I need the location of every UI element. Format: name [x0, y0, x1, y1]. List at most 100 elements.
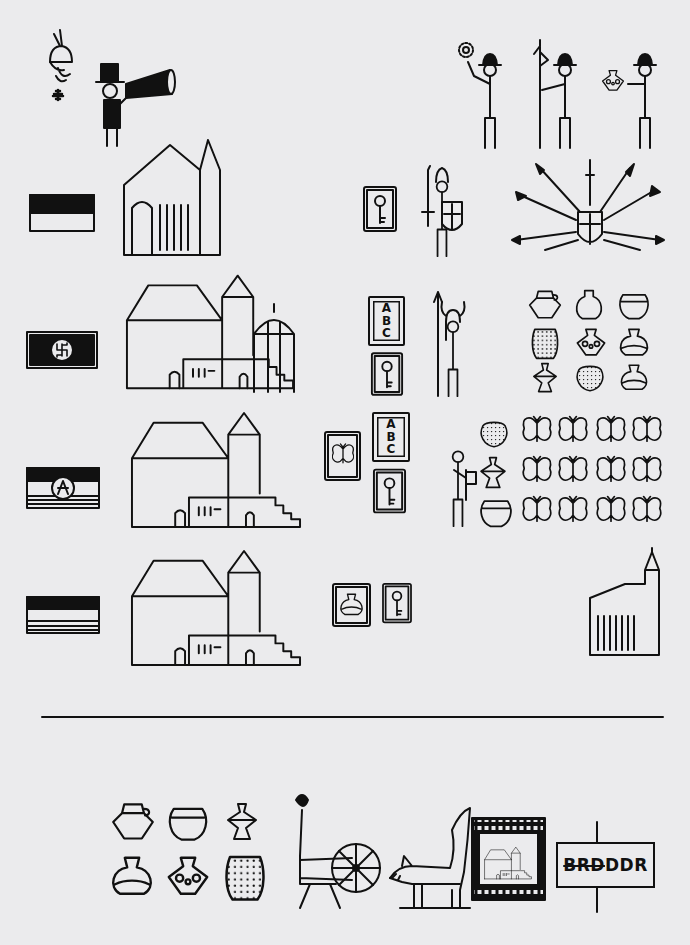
drawing-stroke: [597, 417, 625, 442]
drawing-stroke: [633, 497, 661, 522]
drawing-stroke: [523, 497, 551, 522]
drawing-stroke: [479, 54, 501, 65]
drawing-stroke: [104, 100, 120, 128]
drawing-stroke: [170, 809, 206, 840]
sign-text: DDR: [605, 855, 648, 875]
drawing-stroke: [124, 140, 220, 255]
drawing-stroke: [532, 329, 557, 358]
butterfly-card: [325, 432, 360, 480]
drawing-stroke: [228, 804, 256, 839]
drawing-stroke: [474, 888, 543, 898]
pot-card: [333, 584, 370, 626]
key-card: [364, 187, 396, 231]
drawing-stroke: [454, 470, 476, 500]
drawing-stroke: [597, 497, 625, 522]
butterflies: [523, 417, 661, 522]
card-letters: A B C: [386, 418, 397, 456]
drawing-stroke: [390, 878, 460, 884]
drawing-stroke: [485, 847, 532, 879]
spinning-wheel: [296, 795, 380, 908]
drawing-stroke: [621, 365, 646, 389]
drawing-stroke: [132, 202, 188, 254]
figure-pot: [603, 54, 656, 148]
figure-halberd: [534, 40, 576, 148]
axe-man: [453, 451, 476, 526]
drawing-stroke: [633, 417, 661, 442]
drawing-stroke: [254, 304, 294, 392]
pots: [481, 422, 511, 526]
flag-emblem: [27, 468, 99, 508]
drawing-stroke: [463, 47, 469, 53]
drawing-stroke: [27, 597, 99, 609]
flag-tricolour: [27, 597, 99, 633]
drawing-stroke: [328, 435, 357, 477]
fox: [390, 808, 470, 908]
drawing-stroke: [554, 54, 576, 65]
viking: [434, 292, 465, 396]
drawing-stroke: [336, 587, 367, 623]
drawing-stroke: [333, 584, 370, 626]
flag-swastika: [27, 332, 97, 368]
drawing-stroke: [442, 202, 462, 230]
helmet-figure: [50, 30, 72, 100]
drawing-stroke: [559, 417, 587, 442]
drawing-stroke: [598, 616, 634, 650]
drawing-stroke: [468, 62, 490, 84]
card-letters: A B C: [381, 302, 392, 340]
drawing-stroke: [325, 432, 360, 480]
drawing-stroke: [480, 834, 537, 884]
drawing-stroke: [559, 497, 587, 522]
alphabet-card: A B C: [368, 296, 405, 346]
figure-sun: [459, 43, 501, 148]
drawing-stroke: [113, 804, 153, 838]
sign-text: BRD: [563, 855, 605, 875]
drawing-stroke: [101, 64, 118, 81]
drawing-stroke: [50, 62, 70, 81]
drawing-stroke: [341, 594, 362, 614]
drawing-stroke: [484, 64, 496, 148]
drawing-stroke: [523, 417, 551, 442]
weapons: [512, 160, 664, 250]
drawing-stroke: [577, 366, 603, 390]
drawing-stroke: [30, 195, 94, 231]
drawing-stroke: [633, 457, 661, 482]
drawing-stroke: [103, 84, 117, 98]
divider: [42, 716, 663, 718]
castle: [132, 551, 300, 665]
drawing-stroke: [126, 70, 172, 98]
key-card: [383, 584, 411, 623]
pots: [113, 804, 263, 900]
drawing-stroke: [332, 444, 353, 463]
drawing-stroke: [296, 795, 308, 856]
drawing-stroke: [512, 164, 664, 244]
drawing-stroke: [57, 343, 67, 357]
drawing-stroke: [523, 457, 551, 482]
drawing-stroke: [481, 501, 511, 526]
drawing-stroke: [590, 548, 659, 655]
pots: [530, 291, 648, 392]
drawing-stroke: [30, 195, 94, 213]
drawing-stroke: [400, 907, 470, 909]
drawing-stroke: [586, 160, 594, 205]
drawing-stroke: [167, 70, 175, 94]
drawing-stroke: [53, 90, 63, 100]
drawing-stroke: [50, 30, 72, 62]
church: [124, 140, 220, 255]
drawing-stroke: [578, 212, 602, 244]
key-card: [374, 470, 405, 513]
drawing-stroke: [30, 335, 94, 365]
drawing-stroke: [559, 457, 587, 482]
drawing-stroke: [603, 71, 624, 91]
drawing-stroke: [442, 302, 465, 340]
drawing-stroke: [559, 64, 571, 148]
drawing-stroke: [390, 808, 470, 908]
drawing-stroke: [639, 64, 651, 148]
flag-black-white: [30, 195, 94, 231]
drawing-stroke: [169, 858, 207, 894]
drawing-stroke: [96, 81, 124, 83]
drawing-stroke: [459, 43, 473, 57]
drawing-stroke: [577, 291, 602, 319]
castle: [132, 413, 300, 527]
drawing-stroke: [332, 844, 380, 892]
